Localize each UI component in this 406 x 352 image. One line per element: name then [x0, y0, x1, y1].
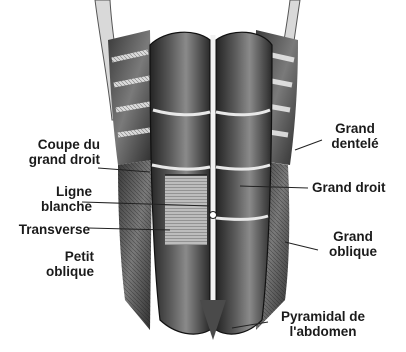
label-ligne-blanche: Ligne blanche — [20, 184, 92, 214]
label-transverse: Transverse — [10, 222, 90, 237]
label-grand-oblique: Grand oblique — [318, 229, 388, 259]
linea-alba — [210, 35, 217, 335]
serratus-left — [108, 30, 152, 165]
rectus-cut-section — [165, 175, 207, 245]
label-pyramidal-de-labdomen: Pyramidal de l'abdomen — [264, 309, 382, 339]
label-grand-droit: Grand droit — [312, 180, 386, 195]
label-petit-oblique: Petit oblique — [30, 249, 94, 279]
label-coupe-du-grand-droit: Coupe du grand droit — [6, 137, 100, 167]
external-oblique-left — [118, 160, 152, 330]
label-grand-dentele: Grand dentelé — [320, 121, 390, 151]
rectus-abdominis-right — [216, 32, 272, 334]
